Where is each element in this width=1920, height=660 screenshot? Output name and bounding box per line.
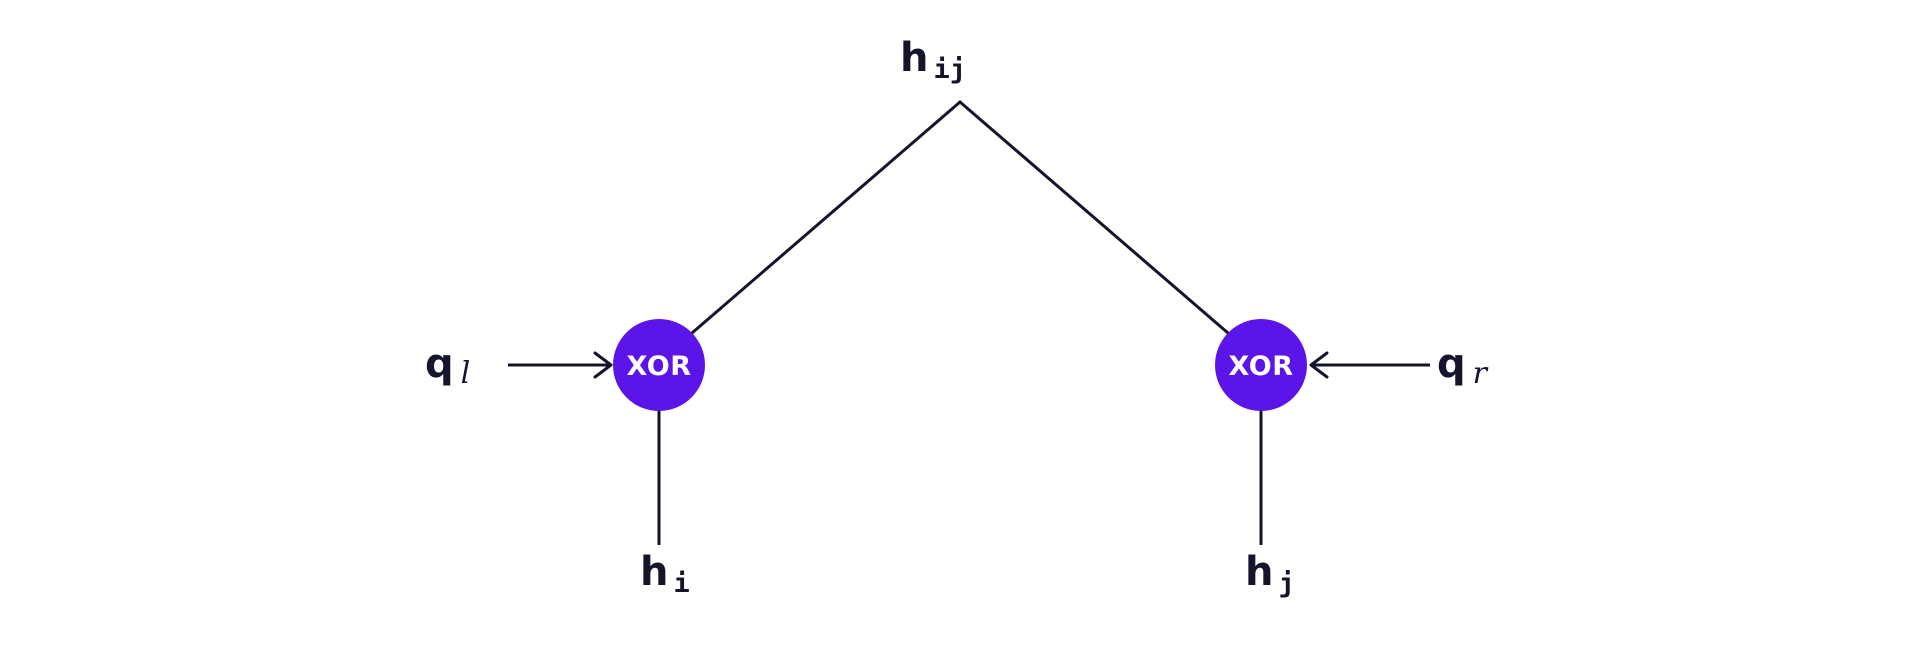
arrow-q-l-head-icon — [593, 351, 613, 379]
node-xor-left-label: XOR — [626, 351, 691, 382]
label-h-j-subscript: j — [1278, 568, 1295, 599]
label-h-i-subscript: i — [673, 568, 690, 599]
node-xor-right[interactable] — [1215, 319, 1307, 411]
label-h-i-base: h — [640, 549, 669, 595]
label-h-ij-base: h — [900, 35, 929, 81]
label-h-j-base: h — [1245, 549, 1274, 595]
label-q-r-base: q — [1437, 341, 1466, 387]
edge-apex-to-left-node — [690, 100, 962, 335]
node-xor-left[interactable] — [613, 319, 705, 411]
label-q-l-subscript: l — [460, 356, 471, 391]
label-q-r-subscript: r — [1472, 356, 1487, 391]
label-q-l-base: q — [425, 341, 454, 387]
label-h-ij-subscript: ij — [933, 54, 966, 85]
node-xor-right-label: XOR — [1228, 351, 1293, 382]
edge-apex-to-right-node — [958, 100, 1230, 335]
arrow-q-r-head-icon — [1309, 351, 1329, 379]
